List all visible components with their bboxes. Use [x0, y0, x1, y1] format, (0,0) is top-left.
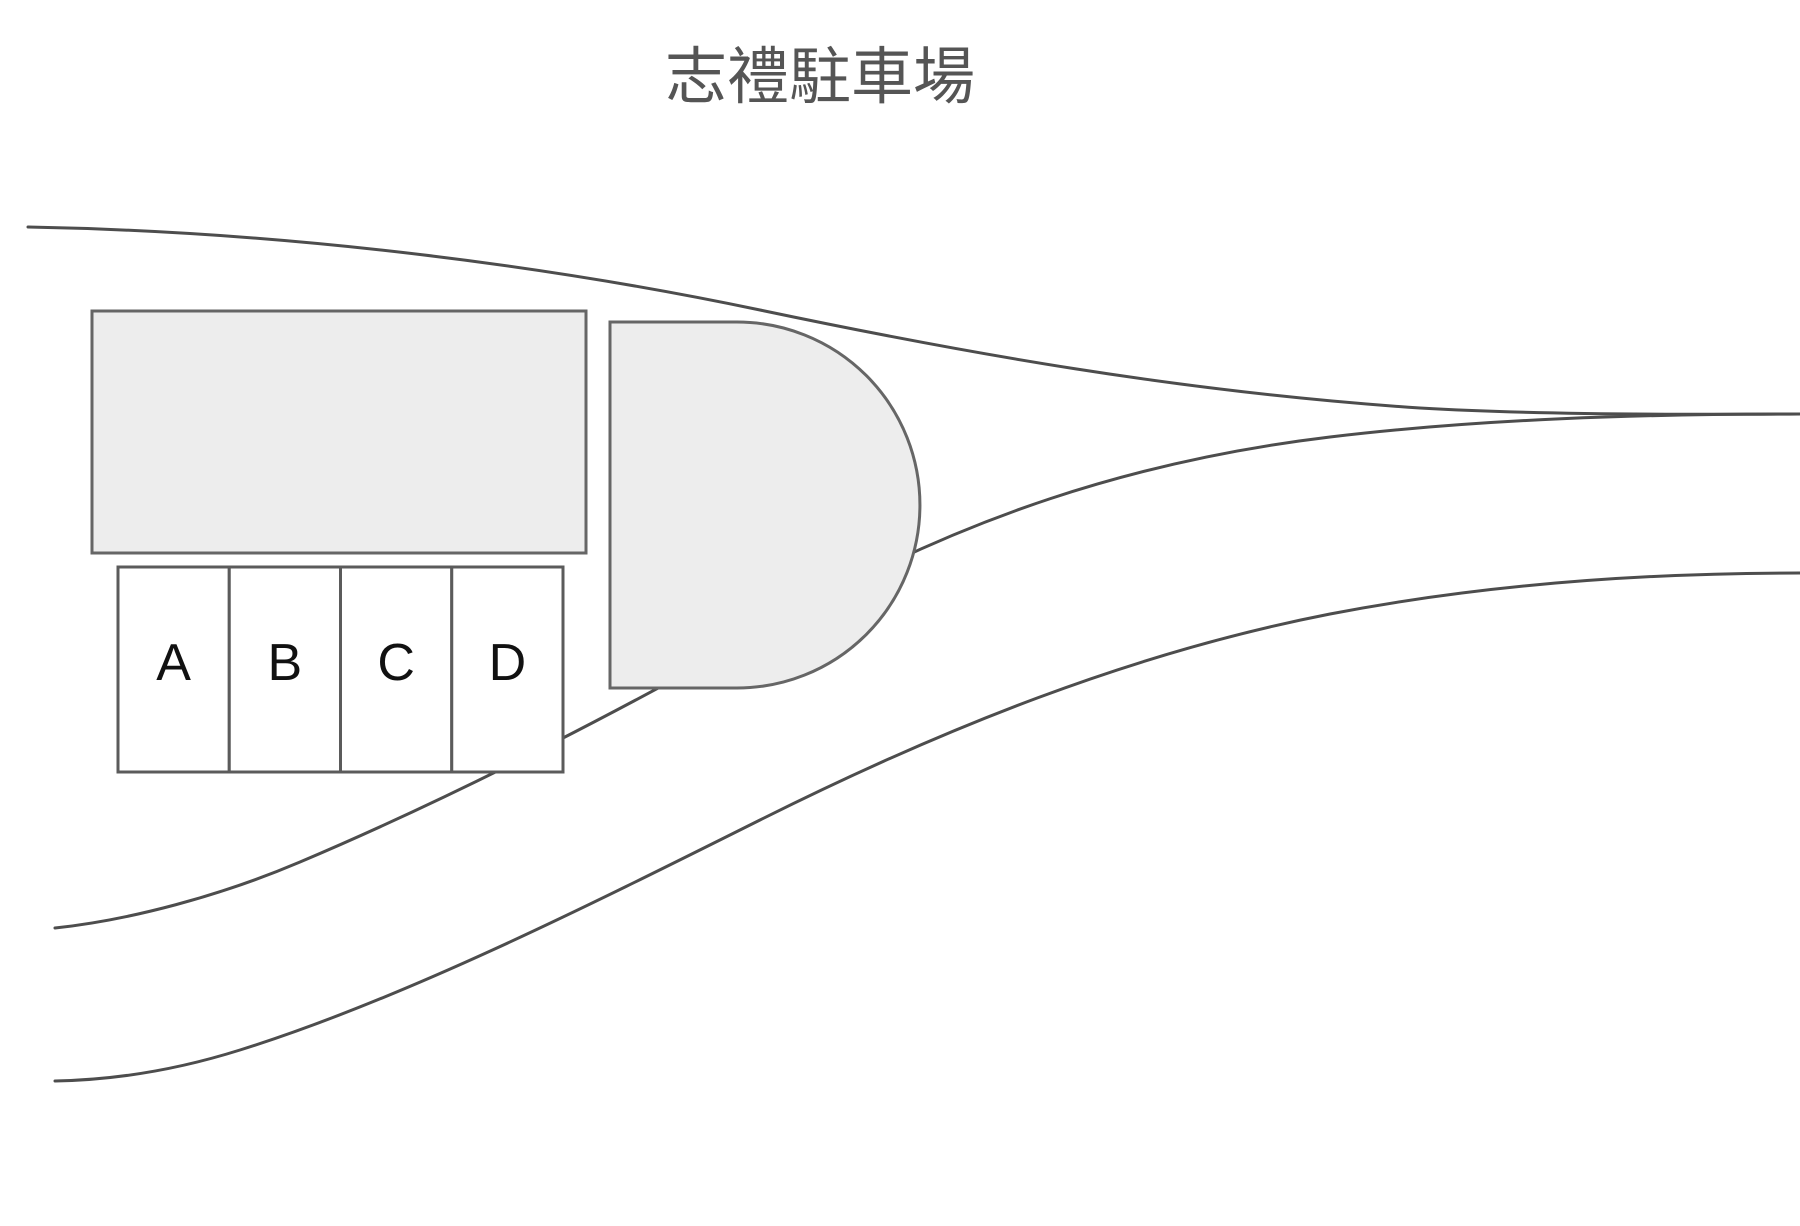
road-south-edge [53, 571, 1800, 1083]
parking-stall-a[interactable] [116, 565, 231, 774]
parking-stall-label-c: C [377, 634, 415, 692]
parking-stall-d[interactable] [450, 565, 565, 774]
parking-stall-b[interactable] [227, 565, 342, 774]
parking-stall-label-a: A [156, 634, 191, 692]
parking-stall-group: A B C D [116, 565, 565, 774]
rounded-building [608, 320, 922, 690]
parking-stall-label-d: D [489, 634, 527, 692]
main-building [90, 309, 588, 555]
parking-stall-label-b: B [268, 634, 303, 692]
parking-stall-c[interactable] [339, 565, 454, 774]
road-north-edge [26, 225, 1800, 416]
page-title: 志禮駐車場 [665, 40, 975, 113]
